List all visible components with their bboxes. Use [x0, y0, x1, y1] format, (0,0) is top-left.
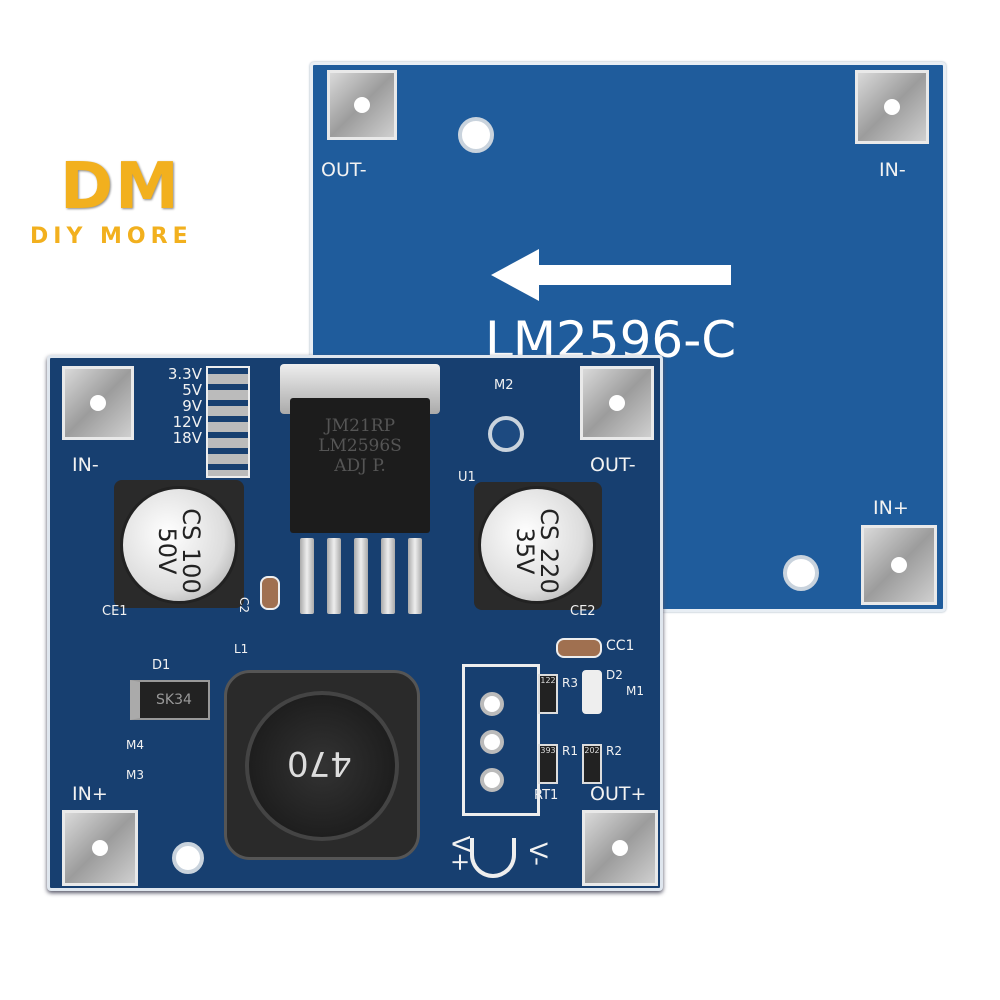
arrow-left-icon: [491, 249, 731, 301]
led-d2: [582, 670, 602, 714]
inductor-l1: 470: [224, 670, 420, 860]
chip-leg: [381, 538, 395, 614]
label-in-minus: IN-: [879, 159, 906, 181]
label-out-plus: OUT+: [590, 783, 647, 805]
label-c2: C2: [237, 596, 252, 614]
diode-d1: SK34: [130, 680, 210, 720]
label-rt1: RT1: [534, 788, 559, 803]
pad-out-plus: [582, 810, 658, 886]
front-pcb: IN- OUT- IN+ OUT+ 3.3V 5V 9V 12V 18V JM2…: [47, 355, 663, 891]
pad-in-plus: [62, 810, 138, 886]
pad-in-minus: [855, 70, 929, 144]
pad-in-plus: [861, 525, 937, 605]
pad-out-minus: [327, 70, 397, 140]
label-in-plus: IN+: [873, 497, 909, 519]
label-r1: R1: [562, 744, 578, 758]
label-l1: L1: [234, 642, 249, 656]
capacitor-cc1: [556, 638, 602, 658]
label-u1: U1: [458, 470, 476, 485]
label-m1: M1: [626, 684, 644, 698]
label-r3: R3: [562, 676, 578, 690]
pad-in-minus: [62, 366, 134, 440]
chip-leg: [354, 538, 368, 614]
mount-hole: [488, 416, 524, 452]
capacitor-ce1: CS 100 50V: [120, 486, 238, 604]
label-d1: D1: [152, 658, 171, 673]
mount-hole: [458, 117, 494, 153]
label-out-minus: OUT-: [321, 159, 367, 181]
label-m3: M3: [126, 768, 144, 782]
mount-hole: [172, 842, 204, 874]
resistor-r2: 202: [582, 744, 602, 784]
label-in-plus: IN+: [72, 783, 108, 805]
chip-leg: [408, 538, 422, 614]
logo-mark: DM: [60, 150, 181, 224]
pad-out-minus: [580, 366, 654, 440]
capacitor-c2: [260, 576, 280, 610]
resistor-r3: 122: [538, 674, 558, 714]
label-d2: D2: [606, 668, 623, 682]
label-m2: M2: [494, 378, 514, 393]
pot-pin: [480, 730, 504, 754]
voltage-jumper-pads: [206, 366, 250, 478]
adjust-direction-icon: [470, 838, 516, 878]
voltage-list: 3.3V 5V 9V 12V 18V: [167, 365, 202, 447]
resistor-r1: 393: [538, 744, 558, 784]
potentiometer-outline: [462, 664, 540, 816]
label-ce1: CE1: [102, 604, 128, 619]
logo-name: DIY MORE: [30, 224, 193, 249]
chip-leg: [300, 538, 314, 614]
label-v-minus: V-: [523, 842, 552, 866]
brand-logo: DM DIY MORE: [30, 150, 255, 250]
label-cc1: CC1: [606, 638, 635, 654]
inductor-value: 470: [287, 743, 352, 783]
chip-leg: [327, 538, 341, 614]
mount-hole: [783, 555, 819, 591]
label-m4: M4: [126, 738, 144, 752]
label-out-minus: OUT-: [590, 454, 636, 476]
regulator-chip: JM21RP LM2596S ADJ P.: [290, 398, 430, 533]
label-r2: R2: [606, 744, 622, 758]
pot-pin: [480, 692, 504, 716]
capacitor-ce2: CS 220 35V: [478, 486, 596, 604]
pot-pin: [480, 768, 504, 792]
label-ce2: CE2: [570, 604, 596, 619]
label-in-minus: IN-: [72, 454, 99, 476]
